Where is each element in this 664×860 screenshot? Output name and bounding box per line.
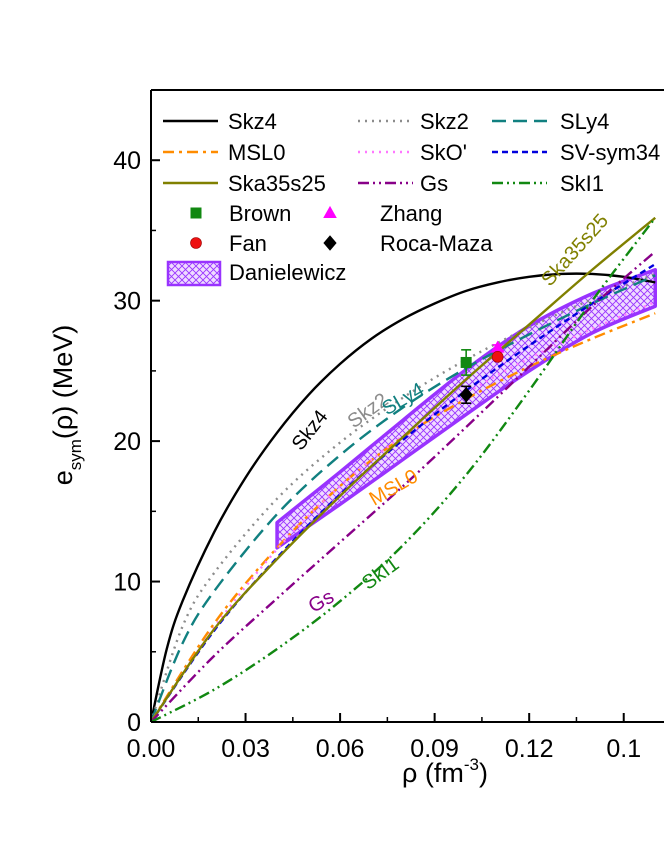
x-axis-label-tail: ): [479, 758, 488, 788]
point-zhang: [490, 340, 505, 353]
curve-ska35s25: [151, 216, 657, 722]
legend-swatch-danielewicz: [166, 260, 222, 287]
legend-label-gs: Gs: [420, 171, 448, 196]
legend-label-skz2: Skz2: [420, 109, 469, 134]
x-tick-label: 0.1: [606, 735, 641, 763]
annotation-gs: Gs: [305, 586, 338, 618]
y-axis-label: esym(ρ) (MeV): [48, 325, 85, 486]
legend-label-sv-sym34: SV-sym34: [560, 140, 660, 165]
curve-sko-: [151, 300, 656, 722]
point-fan: [491, 351, 504, 363]
legend-label-zhang: Zhang: [380, 201, 442, 226]
legend-marker-brown: [190, 207, 202, 219]
y-tick-label: 30: [113, 288, 141, 316]
x-tick-label: 0.12: [505, 735, 554, 763]
legend-label-msl0: MSL0: [228, 140, 285, 165]
legend-marker-zhang: [323, 205, 337, 218]
annotation-ska35s25: Ska35s25: [537, 210, 613, 291]
legend-label-skz4: Skz4: [228, 109, 277, 134]
legend-label-danielewicz: Danielewicz: [229, 260, 346, 285]
legend-marker-fan: [190, 237, 202, 249]
y-tick-label: 0: [127, 709, 141, 737]
curve-skz4: [151, 272, 656, 722]
x-axis-label-base: ρ (fm: [402, 758, 464, 788]
curve-skz2: [151, 272, 656, 722]
point-roca-maza: [459, 387, 473, 403]
y-axis-label-tail: (ρ) (MeV): [48, 325, 78, 439]
point-brown: [460, 356, 472, 368]
x-tick-label: 0.06: [316, 735, 365, 763]
y-axis-label-subscript: sym: [66, 439, 85, 470]
y-axis-label-base: e: [48, 470, 78, 485]
curve-gs: [151, 250, 657, 722]
x-tick-label: 0.00: [127, 735, 176, 763]
legend-label-brown: Brown: [229, 201, 291, 226]
axes: 0 10 20 30 40 0.00 0.03 0.06 0.09 0.12 0.1: [113, 89, 664, 763]
x-tick-label: 0.09: [410, 735, 459, 763]
legend-label-sko-: SkO': [420, 140, 467, 165]
legend-label-roca-maza: Roca-Maza: [380, 231, 493, 256]
curve-ski1: [151, 217, 657, 722]
annotation-ski1: SkI1: [358, 553, 403, 594]
curve-sly4: [151, 274, 656, 722]
x-axis-label-superscript: -3: [464, 755, 479, 774]
y-tick-label: 10: [113, 569, 141, 597]
legend-label-ski1: SkI1: [560, 171, 604, 196]
annotation-skz4: Skz4: [288, 406, 333, 455]
y-tick-label: 40: [113, 147, 141, 175]
legend-marker-roca-maza: [323, 235, 337, 251]
x-tick-label: 0.03: [221, 735, 270, 763]
curve-msl0: [151, 312, 656, 722]
danielewicz-band: [275, 268, 657, 550]
legend-label-fan: Fan: [229, 231, 267, 256]
x-axis-label: ρ (fm-3): [402, 755, 488, 788]
y-tick-label: 20: [113, 428, 141, 456]
curve-sv-sym34: [151, 263, 656, 722]
legend-label-ska35s25: Ska35s25: [228, 171, 326, 196]
legend-label-sly4: SLy4: [560, 109, 609, 134]
